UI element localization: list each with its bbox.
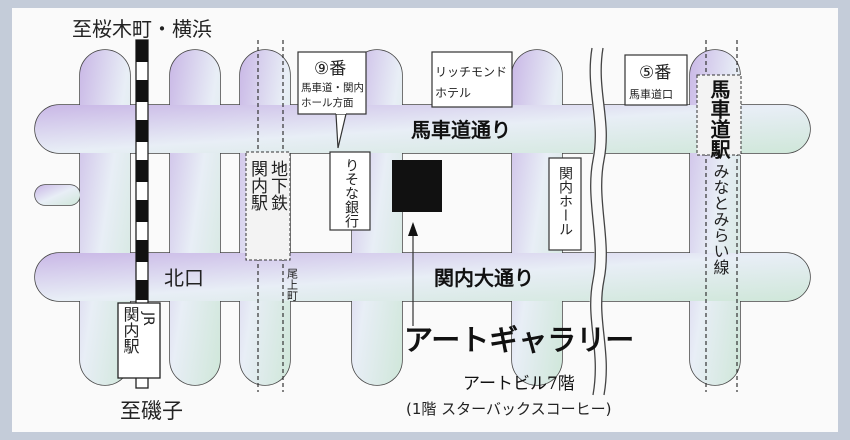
exit-9-line-1: 馬車道・関内 <box>301 81 364 94</box>
exit-5-suffix: 番 <box>654 63 671 83</box>
resona-bank-label: りそな銀行 <box>343 158 359 229</box>
subway-kannai-station-name: 関内駅 <box>247 160 268 211</box>
richmond-hotel-box <box>431 51 513 108</box>
jr-kannai-station-box <box>117 302 161 379</box>
kannai-hall-block <box>548 157 582 251</box>
road-break-mark <box>589 47 607 397</box>
direction-north-label: 至桜木町・横浜 <box>72 17 212 41</box>
bashamichi-station-name: 馬車道駅 <box>707 79 731 160</box>
kannai-hall-label: 関内ホール <box>557 166 573 236</box>
resona-bank-block <box>329 151 371 231</box>
richmond-hotel-line-1: リッチモンド <box>435 65 507 79</box>
exit-5-number: ⑤ <box>639 63 654 83</box>
jr-kannai-station-name: 関内駅 <box>121 306 140 354</box>
minatomirai-line-label: みなとみらい線 <box>711 163 730 275</box>
exit-9-line-2: ホール方面 <box>301 96 354 109</box>
subway-kannai-station-box <box>245 151 291 261</box>
road-network <box>34 49 811 386</box>
destination-building: アートビル7階 <box>463 374 575 394</box>
street-kannai-odori: 関内大通り <box>434 266 534 290</box>
jr-railway-line <box>135 39 149 389</box>
direction-south-label: 至磯子 <box>120 399 183 423</box>
exit-5-info-box <box>624 54 688 106</box>
street-onoe-machi: 尾上町 <box>286 268 299 301</box>
street-bashamichi: 馬車道通り <box>411 118 511 142</box>
exit-9-number: ⑨ <box>314 59 329 79</box>
exit-9-info-box <box>297 51 367 115</box>
destination-name: アートギャラリー <box>404 323 634 357</box>
subway-line-label: 地下鉄 <box>267 160 288 211</box>
svg-text:⑨番: ⑨番 <box>314 59 346 79</box>
destination-arrow-head <box>408 222 418 236</box>
bashamichi-station-box <box>696 74 742 156</box>
art-building-block <box>392 160 442 212</box>
exit-9-suffix: 番 <box>329 59 346 79</box>
exit-5-line-1: 馬車道口 <box>629 87 673 101</box>
street-kitaguchi: 北口 <box>164 266 204 290</box>
jr-line-label: JR <box>140 311 156 326</box>
destination-note: (1階 スターバックスコーヒー) <box>406 400 611 418</box>
richmond-hotel-line-2: ホテル <box>435 86 471 100</box>
svg-text:⑤番: ⑤番 <box>639 63 671 83</box>
